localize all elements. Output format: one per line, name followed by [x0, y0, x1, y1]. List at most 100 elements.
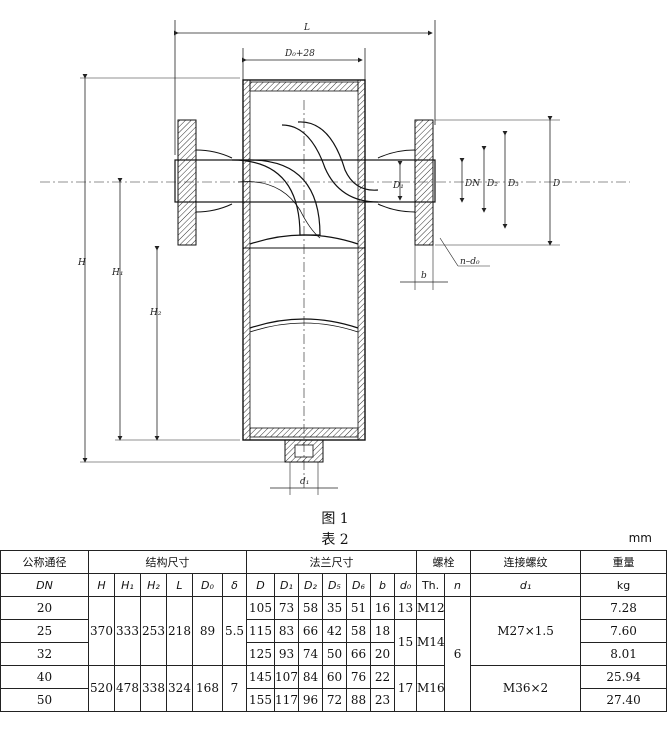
- cell-L: 324: [166, 665, 193, 712]
- header-H1: H₁: [114, 573, 141, 597]
- cell-H1: 478: [114, 665, 141, 712]
- cell-weight: 7.60: [580, 619, 668, 643]
- cell-D2: 66: [298, 619, 323, 643]
- cell-H2: 253: [140, 596, 167, 666]
- header-D2: D₂: [298, 573, 323, 597]
- header-D6: D₆: [346, 573, 371, 597]
- cell-D2: 58: [298, 596, 323, 620]
- spec-table: 公称通径 结构尺寸 法兰尺寸 螺栓 连接螺纹 重量 DN H H₁ H₂ L D…: [0, 550, 668, 712]
- header-L: L: [166, 573, 193, 597]
- header-dn: DN: [0, 573, 89, 597]
- cell-Th: M14: [416, 619, 446, 666]
- cell-weight: 25.94: [580, 665, 668, 689]
- header-flange: 法兰尺寸: [245, 550, 418, 574]
- cell-D2: 96: [298, 688, 323, 712]
- cell-d0: 17: [393, 665, 418, 712]
- cell-weight: 27.40: [580, 688, 668, 712]
- cell-D5: 35: [322, 596, 347, 620]
- cell-delta: 5.5: [222, 596, 247, 666]
- header-weight: 重量: [580, 550, 668, 574]
- dim-d1-label: d₁: [300, 477, 309, 487]
- header-delta: δ: [222, 573, 247, 597]
- table-row: 32 125 93 74 50 66 20 8.01: [0, 642, 668, 666]
- dim-DN-label: DN: [464, 179, 481, 189]
- cell-b: 16: [370, 596, 395, 620]
- cell-thread: M36×2: [470, 665, 582, 712]
- cell-L: 218: [166, 596, 193, 666]
- cell-D: 155: [246, 688, 275, 712]
- header-Th: Th.: [416, 573, 446, 597]
- cell-D6: 66: [346, 642, 371, 666]
- dim-D3-label: D₃: [507, 179, 519, 189]
- cell-dn: 50: [0, 688, 89, 712]
- cell-H: 520: [88, 665, 115, 712]
- table-caption: 表 2: [321, 532, 349, 548]
- cell-D5: 42: [322, 619, 347, 643]
- table-row: 40 520 478 338 324 168 7 145 107 84 60 7…: [0, 665, 668, 712]
- cell-d0: 13: [393, 596, 418, 620]
- cell-D: 105: [246, 596, 275, 620]
- cell-D5: 50: [322, 642, 347, 666]
- cell-D0: 89: [192, 596, 223, 666]
- cell-D5: 72: [322, 688, 347, 712]
- cell-delta: 7: [222, 665, 247, 712]
- cell-D1: 73: [274, 596, 299, 620]
- cell-D5: 60: [322, 665, 347, 689]
- header-thread: 连接螺纹: [470, 550, 582, 574]
- table-row: 50 155 117 96 72 88 23 27.40: [0, 688, 668, 712]
- dim-H-label: H: [77, 258, 86, 268]
- cell-D1: 117: [274, 688, 299, 712]
- dim-n-d0-label: n–d₀: [460, 257, 480, 267]
- cell-H1: 333: [114, 596, 141, 666]
- header-weight-unit: kg: [580, 573, 668, 597]
- cell-D2: 84: [298, 665, 323, 689]
- cell-D: 115: [246, 619, 275, 643]
- table-row: 20 370 333 253 218 89 5.5 105 73 58 35 5…: [0, 596, 668, 712]
- cell-b: 23: [370, 688, 395, 712]
- dim-H2-label: H₂: [149, 308, 162, 318]
- cell-dn: 40: [0, 665, 89, 689]
- header-bolt: 螺栓: [416, 550, 472, 574]
- header-nominal-diameter: 公称通径: [0, 550, 89, 574]
- table-row: 25 115 83 66 42 58 18 15 M14 7.60: [0, 619, 668, 666]
- cell-D2: 74: [298, 642, 323, 666]
- cell-D1: 83: [274, 619, 299, 643]
- cell-b: 20: [370, 642, 395, 666]
- cell-Th: M16: [416, 665, 446, 712]
- cell-D1: 93: [274, 642, 299, 666]
- dim-L-label: L: [303, 23, 310, 33]
- technical-drawing: L D₀+28 H H₁ H₂ D₁: [40, 20, 630, 495]
- cell-D6: 58: [346, 619, 371, 643]
- cell-H2: 338: [140, 665, 167, 712]
- cell-D6: 51: [346, 596, 371, 620]
- dim-D0-28-label: D₀+28: [284, 49, 315, 59]
- header-D: D: [246, 573, 275, 597]
- dim-D1-label: D₁: [392, 181, 404, 191]
- dim-b-label: b: [421, 271, 427, 281]
- cell-weight: 8.01: [580, 642, 668, 666]
- cell-thread: M27×1.5: [470, 596, 582, 666]
- cell-D: 125: [246, 642, 275, 666]
- header-d0: d₀: [393, 573, 418, 597]
- cell-D6: 76: [346, 665, 371, 689]
- cell-dn: 32: [0, 642, 89, 666]
- figure-caption: 图 1: [321, 511, 349, 527]
- cell-weight: 7.28: [580, 596, 668, 620]
- cell-D6: 88: [346, 688, 371, 712]
- cell-b: 18: [370, 619, 395, 643]
- header-D5: D₅: [322, 573, 347, 597]
- header-d1: d₁: [470, 573, 582, 597]
- cell-Th: M12: [416, 596, 446, 620]
- header-structure: 结构尺寸: [88, 550, 247, 574]
- cell-b: 22: [370, 665, 395, 689]
- dim-H1-label: H₁: [111, 268, 123, 278]
- cell-H: 370: [88, 596, 115, 666]
- cell-d0: 15: [393, 619, 418, 666]
- unit-label: mm: [628, 531, 652, 545]
- dim-D-label: D: [552, 179, 560, 189]
- header-n: n: [444, 573, 472, 597]
- cell-n: 6: [444, 596, 472, 712]
- header-b: b: [370, 573, 395, 597]
- header-D0: D₀: [192, 573, 223, 597]
- cell-D: 145: [246, 665, 275, 689]
